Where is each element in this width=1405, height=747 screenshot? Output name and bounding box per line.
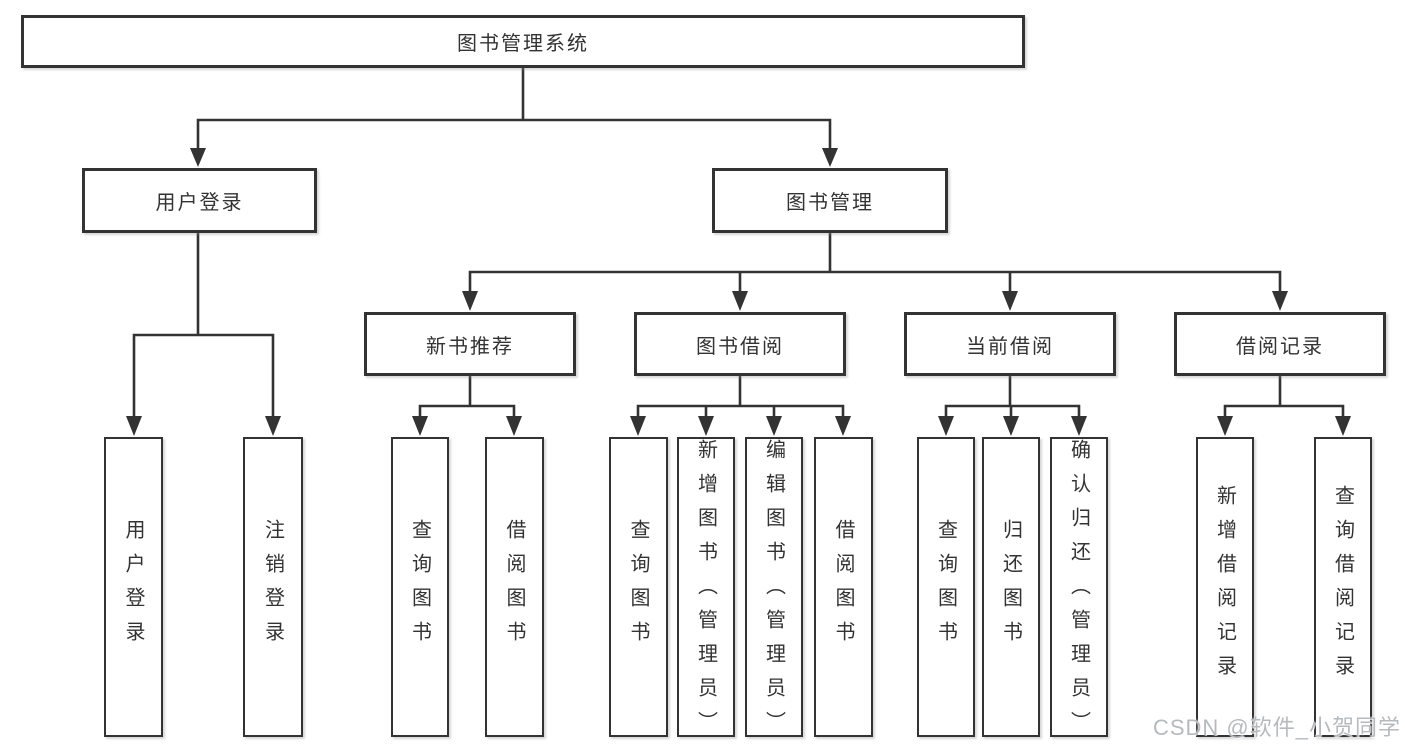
node-root: 图书管理系统	[21, 15, 1025, 68]
leaf-cb-return-book: 归还图书	[982, 437, 1040, 737]
connector-lines-group	[126, 67, 1351, 436]
leaf-br-query-record: 查询借阅记录	[1314, 437, 1372, 737]
node-borrow-record: 借阅记录	[1174, 312, 1386, 376]
leaf-bb-edit-book-admin: 编辑图书（管理员）	[745, 437, 803, 737]
leaf-logout-login: 注销登录	[243, 437, 303, 737]
leaf-cb-query-book: 查询图书	[917, 437, 975, 737]
node-user-login: 用户登录	[82, 168, 317, 233]
node-new-book-recommend: 新书推荐	[364, 312, 576, 376]
node-book-borrow: 图书借阅	[634, 312, 846, 376]
watermark: CSDN @软件_小贺同学	[1152, 715, 1401, 740]
leaf-nbr-query-book: 查询图书	[391, 437, 449, 737]
leaf-cb-confirm-return-admin: 确认归还（管理员）	[1050, 437, 1108, 737]
leaf-user-login: 用户登录	[104, 437, 163, 737]
node-current-borrow: 当前借阅	[904, 312, 1116, 376]
leaf-bb-add-book-admin: 新增图书（管理员）	[677, 437, 735, 737]
leaf-bb-borrow-book: 借阅图书	[814, 437, 873, 737]
leaf-br-add-record: 新增借阅记录	[1196, 437, 1254, 737]
leaf-bb-query-book: 查询图书	[609, 437, 668, 737]
leaf-nbr-borrow-book: 借阅图书	[485, 437, 544, 737]
node-book-management: 图书管理	[712, 168, 948, 233]
